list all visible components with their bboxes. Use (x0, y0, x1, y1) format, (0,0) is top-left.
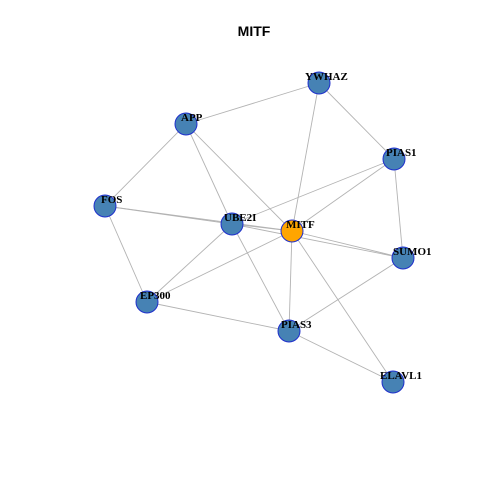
edge-ube2i-pias3 (231, 223, 290, 332)
edge-pias1-mitf (291, 158, 395, 232)
node-label-ep300: EP300 (140, 290, 171, 302)
edge-pias3-elavl1 (288, 330, 394, 383)
node-label-ube2i: UBE2I (224, 212, 256, 224)
edge-ep300-pias3 (146, 301, 290, 332)
edge-fos-mitf (104, 205, 293, 232)
edge-ywhaz-pias1 (318, 82, 395, 160)
edge-mitf-pias3 (288, 230, 293, 332)
edge-mitf-sumo1 (291, 230, 404, 259)
edge-app-mitf (185, 123, 293, 232)
node-label-sumo1: SUMO1 (393, 246, 432, 258)
edge-ube2i-sumo1 (231, 223, 404, 259)
node-ywhaz (307, 71, 331, 95)
node-label-ywhaz: YWHAZ (305, 71, 348, 83)
edge-app-ube2i (185, 123, 233, 225)
edge-pias1-sumo1 (393, 158, 404, 259)
node-ep300 (135, 290, 159, 314)
node-elavl1 (381, 370, 405, 394)
edge-ywhaz-mitf (291, 82, 320, 232)
edge-sumo1-pias3 (288, 257, 404, 332)
edge-mitf-elavl1 (291, 230, 394, 383)
node-label-mitf: MITF (286, 219, 315, 231)
edge-pias1-ube2i (231, 158, 395, 225)
edge-mitf-ep300 (146, 230, 293, 303)
edge-ube2i-ep300 (146, 223, 233, 303)
node-app (174, 112, 198, 136)
node-fos (93, 194, 117, 218)
edge-layer (104, 82, 404, 383)
node-label-pias3: PIAS3 (281, 319, 312, 331)
edge-app-fos (104, 123, 187, 207)
edge-app-ywhaz (185, 82, 320, 125)
node-label-app: APP (181, 112, 203, 124)
node-pias3 (277, 319, 301, 343)
node-label-pias1: PIAS1 (386, 147, 417, 159)
node-pias1 (382, 147, 406, 171)
node-mitf (280, 219, 304, 243)
edge-fos-ep300 (104, 205, 148, 303)
node-ube2i (220, 212, 244, 236)
node-label-fos: FOS (101, 194, 122, 206)
node-sumo1 (391, 246, 415, 270)
node-layer (93, 71, 415, 394)
node-label-elavl1: ELAVL1 (380, 370, 422, 382)
plot-title: MITF (238, 23, 271, 39)
